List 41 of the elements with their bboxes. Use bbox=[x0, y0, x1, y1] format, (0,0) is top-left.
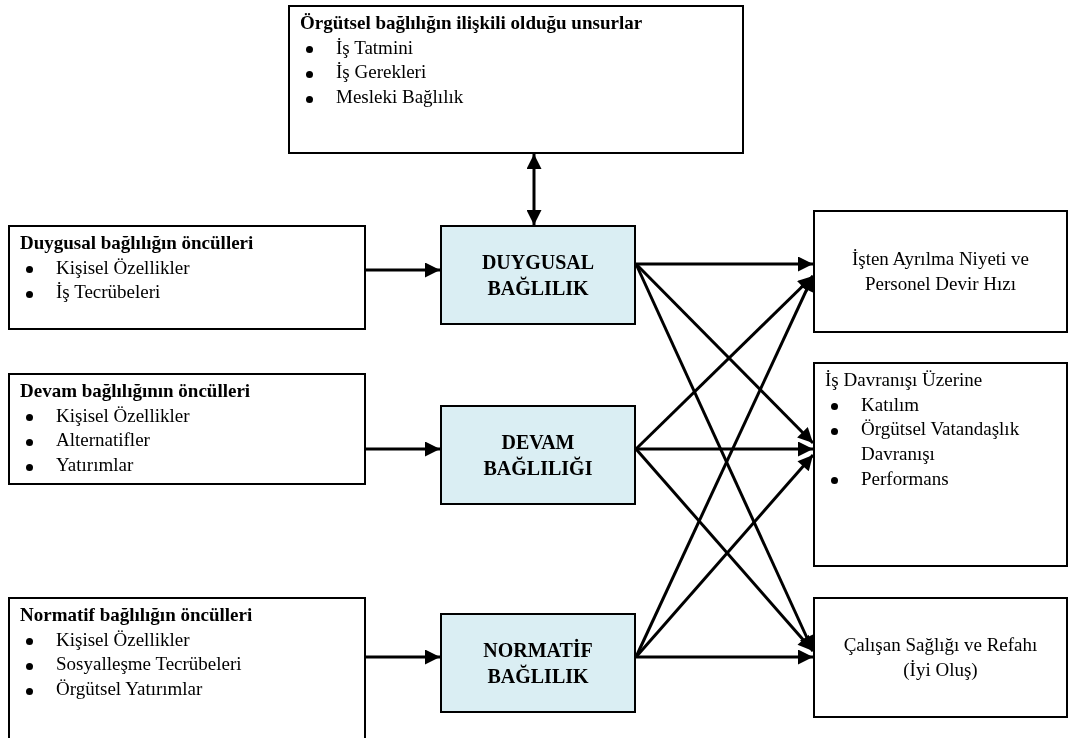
commitment-box bbox=[440, 405, 636, 505]
bullet-item: Örgütsel Vatandaşlık Davranışı bbox=[825, 417, 1056, 467]
arrow bbox=[636, 256, 813, 272]
box-text: İşten Ayrılma Niyeti ve Personel Devir Hızı bbox=[850, 246, 1031, 296]
bullet-item: Performans bbox=[825, 466, 1056, 492]
box-label: DUYGUSAL BAĞLILIK bbox=[480, 250, 596, 301]
bullet-item: Yatırımlar bbox=[20, 453, 354, 478]
heading: Normatif bağlılığın öncülleri bbox=[20, 603, 254, 627]
heading: Devam bağlılığının öncülleri bbox=[20, 379, 252, 403]
box-text: Çalışan Sağlığı ve Refahı (İyi Oluş) bbox=[842, 632, 1039, 682]
arrow bbox=[636, 441, 813, 457]
heading: Duygusal bağlılığın öncülleri bbox=[20, 231, 255, 255]
bullet-item: İş Gerekleri bbox=[300, 60, 732, 86]
bullet-item: Kişisel Özellikler bbox=[20, 403, 354, 429]
text-box bbox=[8, 373, 366, 485]
heading: Örgütsel bağlılığın ilişkili olduğu unsurlar bbox=[300, 11, 644, 35]
bullet-item: Örgütsel Yatırımlar bbox=[20, 677, 354, 702]
arrow bbox=[366, 262, 440, 278]
text-box bbox=[288, 5, 744, 154]
heading: İş Davranışı Üzerine bbox=[825, 368, 984, 392]
text-box bbox=[813, 362, 1068, 567]
bullet-item: Katılım bbox=[825, 392, 1056, 418]
box-label: NORMATİF BAĞLILIK bbox=[482, 638, 594, 689]
text-box bbox=[813, 210, 1068, 333]
bullet-item: İş Tatmini bbox=[300, 35, 732, 61]
box-label: DEVAM BAĞLILIĞI bbox=[482, 430, 594, 481]
bullet-item: Kişisel Özellikler bbox=[20, 627, 354, 653]
arrow bbox=[366, 441, 440, 457]
arrow bbox=[366, 649, 440, 665]
bullet-item: Mesleki Bağlılık bbox=[300, 85, 732, 110]
bullet-item: Sosyalleşme Tecrübeleri bbox=[20, 652, 354, 678]
commitment-box bbox=[440, 225, 636, 325]
bullet-item: Kişisel Özellikler bbox=[20, 255, 354, 281]
arrow bbox=[526, 154, 542, 225]
bullet-item: İş Tecrübeleri bbox=[20, 280, 354, 306]
arrow bbox=[636, 649, 813, 665]
text-box bbox=[813, 597, 1068, 718]
commitment-box bbox=[440, 613, 636, 713]
bullet-item: Alternatifler bbox=[20, 428, 354, 454]
text-box bbox=[8, 225, 366, 330]
text-box bbox=[8, 597, 366, 738]
